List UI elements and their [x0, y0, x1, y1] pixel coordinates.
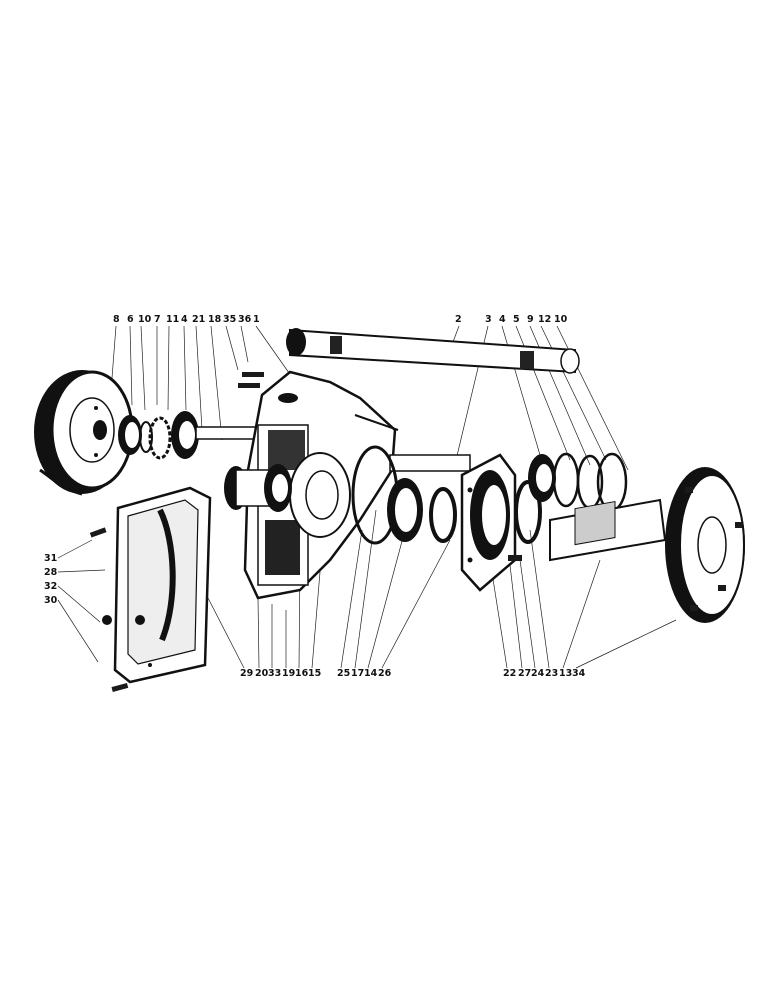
callout-label: 15 — [308, 668, 321, 679]
callout-label: 5 — [513, 314, 520, 325]
main-shaft — [286, 328, 580, 374]
callout-label: 29 — [240, 668, 253, 679]
housing-bolts — [238, 372, 264, 388]
callout-label: 7 — [154, 314, 161, 325]
gear-cluster — [224, 464, 292, 512]
callout-label: 14 — [364, 668, 378, 679]
callout-label: 24 — [531, 668, 545, 679]
callout-label: 31 — [44, 553, 57, 564]
callout-label: 26 — [378, 668, 392, 679]
callout-label: 10 — [554, 314, 568, 325]
inspection-cover — [113, 486, 212, 684]
callout-label: 36 — [238, 314, 252, 325]
callout-label: 23 — [545, 668, 558, 679]
callout-label: 35 — [223, 314, 236, 325]
pulley-wheel — [34, 370, 134, 496]
callout-label: 25 — [337, 668, 350, 679]
callout-label: 8 — [113, 314, 120, 325]
callout-label: 17 — [351, 668, 364, 679]
callout-label: 18 — [208, 314, 222, 325]
callout-label: 32 — [44, 581, 57, 592]
callout-label: 4 — [181, 314, 188, 325]
callout-label: 10 — [138, 314, 152, 325]
callout-label: 6 — [127, 314, 134, 325]
callout-label: 28 — [44, 567, 58, 578]
callout-label: 4 — [499, 314, 506, 325]
callout-label: 9 — [527, 314, 534, 325]
callout-label: 11 — [166, 314, 179, 325]
callout-label: 19 — [282, 668, 295, 679]
callout-label: 12 — [538, 314, 551, 325]
output-flange-shaft — [549, 467, 745, 623]
callout-label: 20 — [255, 668, 269, 679]
callout-label: 3 — [485, 314, 492, 325]
flange-housing — [460, 453, 556, 592]
callout-label: 33 — [268, 668, 281, 679]
callout-label: 16 — [295, 668, 309, 679]
callout-label: 1 — [253, 314, 260, 325]
cover-screws — [89, 527, 129, 693]
callout-label: 21 — [192, 314, 205, 325]
callout-label: 27 — [518, 668, 531, 679]
callout-label: 22 — [503, 668, 516, 679]
callout-labels: 8 6 10 7 11 4 21 18 35 36 1 2 3 4 5 9 12… — [44, 314, 586, 679]
left-bearing-set — [118, 411, 277, 460]
counter-shaft-seals — [351, 445, 471, 545]
callout-label: 30 — [44, 595, 58, 606]
callout-label: 13 — [559, 668, 572, 679]
callout-label: 2 — [455, 314, 462, 325]
callout-label: 34 — [572, 668, 586, 679]
